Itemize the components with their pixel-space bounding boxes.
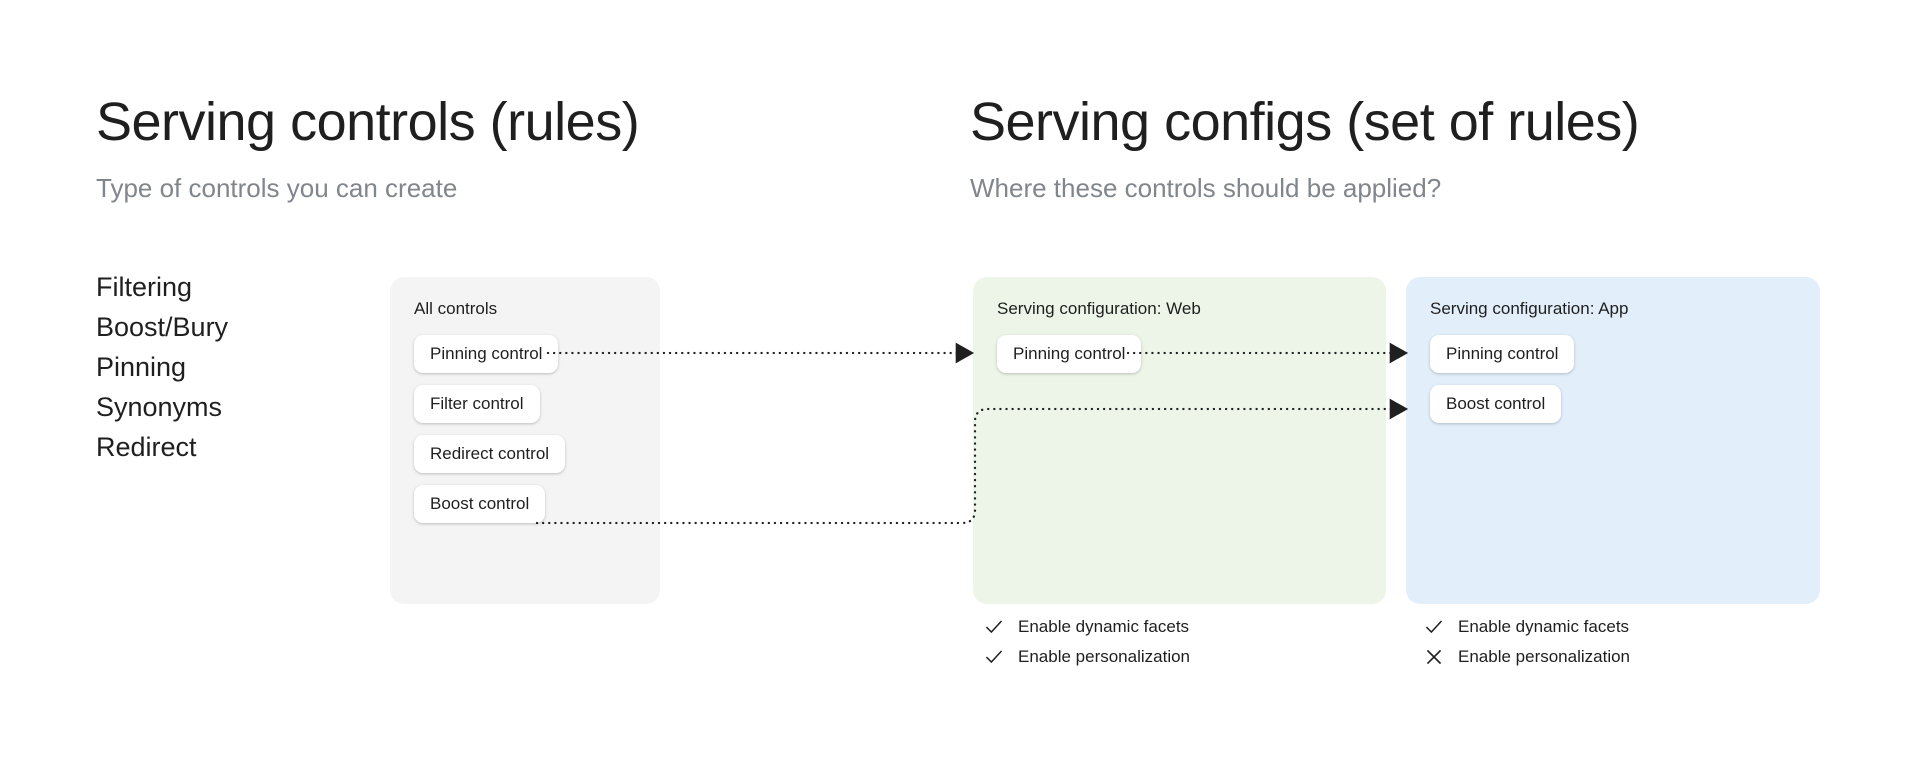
serving-config-web-title: Serving configuration: Web: [997, 299, 1201, 318]
control-chip-redirect[interactable]: Redirect control: [414, 435, 566, 473]
option-row: Enable dynamic facets: [984, 617, 1190, 637]
control-type-list: Filtering Boost/Bury Pinning Synonyms Re…: [96, 267, 228, 467]
close-icon: [1426, 649, 1442, 665]
option-label: Enable dynamic facets: [1018, 617, 1190, 636]
serving-config-app-title: Serving configuration: App: [1430, 299, 1629, 318]
serving-config-web-options: Enable dynamic facets Enable personaliza…: [984, 617, 1190, 667]
check-icon: [985, 650, 1003, 664]
control-chip-pinning[interactable]: Pinning control: [997, 335, 1142, 373]
right-column-title: Serving configs (set of rules): [970, 92, 1640, 152]
serving-config-web-chip-list: Pinning control: [997, 335, 1362, 373]
right-column-subtitle: Where these controls should be applied?: [970, 173, 1442, 203]
control-type-item: Redirect: [96, 432, 197, 462]
serving-config-app-chip-list: Pinning control Boost control: [1430, 335, 1796, 423]
control-type-item: Filtering: [96, 272, 193, 302]
serving-config-web-panel: Serving configuration: Web Pinning contr…: [973, 277, 1386, 604]
check-icon: [1425, 620, 1443, 634]
all-controls-panel-title: All controls: [414, 299, 498, 318]
control-chip-pinning[interactable]: Pinning control: [1430, 335, 1575, 373]
option-label: Enable personalization: [1018, 647, 1191, 666]
option-label: Enable dynamic facets: [1458, 617, 1630, 636]
all-controls-chip-list: Pinning control Filter control Redirect …: [414, 335, 636, 523]
control-type-item: Synonyms: [96, 392, 223, 422]
serving-config-app-panel: Serving configuration: App Pinning contr…: [1406, 277, 1820, 604]
option-label: Enable personalization: [1458, 647, 1631, 666]
option-row: Enable personalization: [1424, 647, 1630, 667]
control-type-item: Pinning: [96, 352, 187, 382]
left-column-subtitle: Type of controls you can create: [96, 173, 458, 203]
control-chip-boost[interactable]: Boost control: [1430, 385, 1562, 423]
control-chip-filter[interactable]: Filter control: [414, 385, 540, 423]
control-type-item: Boost/Bury: [96, 312, 229, 342]
option-row: Enable personalization: [984, 647, 1190, 667]
control-chip-boost[interactable]: Boost control: [414, 485, 546, 523]
left-column-title: Serving controls (rules): [96, 92, 640, 152]
option-row: Enable dynamic facets: [1424, 617, 1630, 637]
serving-config-app-options: Enable dynamic facets Enable personaliza…: [1424, 617, 1630, 667]
control-chip-pinning[interactable]: Pinning control: [414, 335, 559, 373]
check-icon: [985, 620, 1003, 634]
all-controls-panel: All controls Pinning control Filter cont…: [390, 277, 660, 604]
